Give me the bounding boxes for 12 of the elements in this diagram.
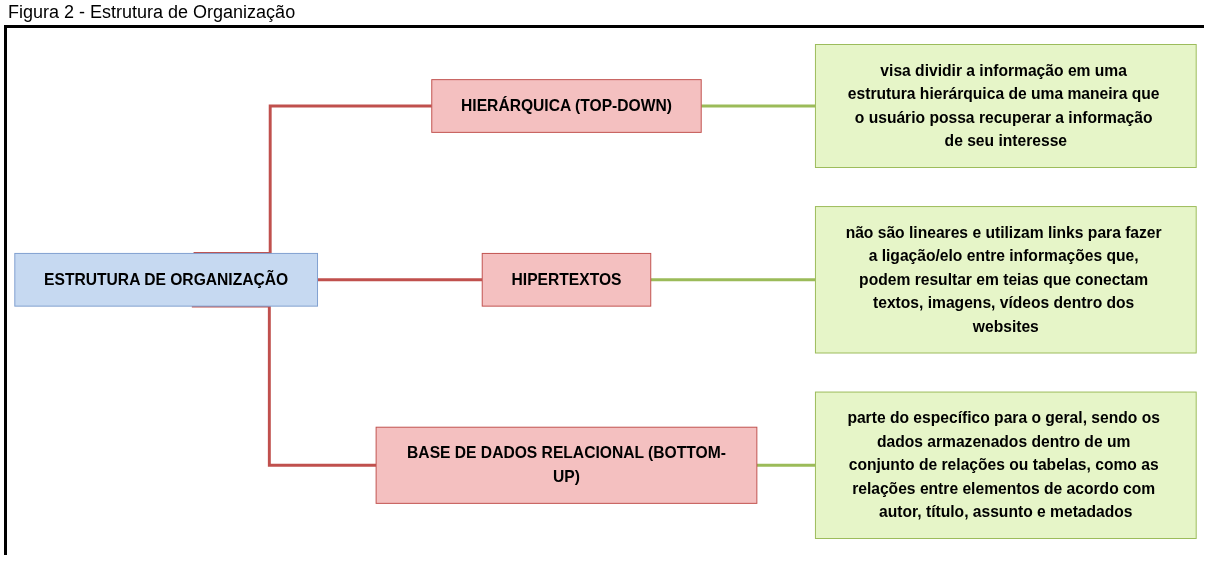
- connector: [650, 278, 816, 282]
- node-box: BASE DE DADOS RELACIONAL (BOTTOM-UP): [375, 426, 758, 504]
- node-box: ESTRUTURA DE ORGANIZAÇÃO: [14, 252, 318, 307]
- node-box: HIERÁRQUICA (TOP-DOWN): [431, 79, 702, 133]
- node-box: HIPERTEXTOS: [481, 252, 652, 307]
- connector: [701, 104, 816, 108]
- connector: [756, 463, 816, 467]
- figure-title: Figura 2 - Estrutura de Organização: [7, 1, 297, 24]
- node-box: parte do específico para o geral, sendo os dados armazenados dentro de um conjunto de relações ou tabelas, como as relações entre elementos de acordo com autor, título, assunto e metadados: [814, 391, 1197, 539]
- node-box: não são lineares e utilizam links para fazer a ligação/elo entre informações que, podem resultar em teias que conectam textos, imagens, vídeos dentro dos websites: [814, 206, 1197, 354]
- node-box: visa dividir a informação em uma estrutura hierárquica de uma maneira que o usuário possa recuperar a informação de seu interesse: [814, 44, 1197, 168]
- connector: [317, 278, 483, 282]
